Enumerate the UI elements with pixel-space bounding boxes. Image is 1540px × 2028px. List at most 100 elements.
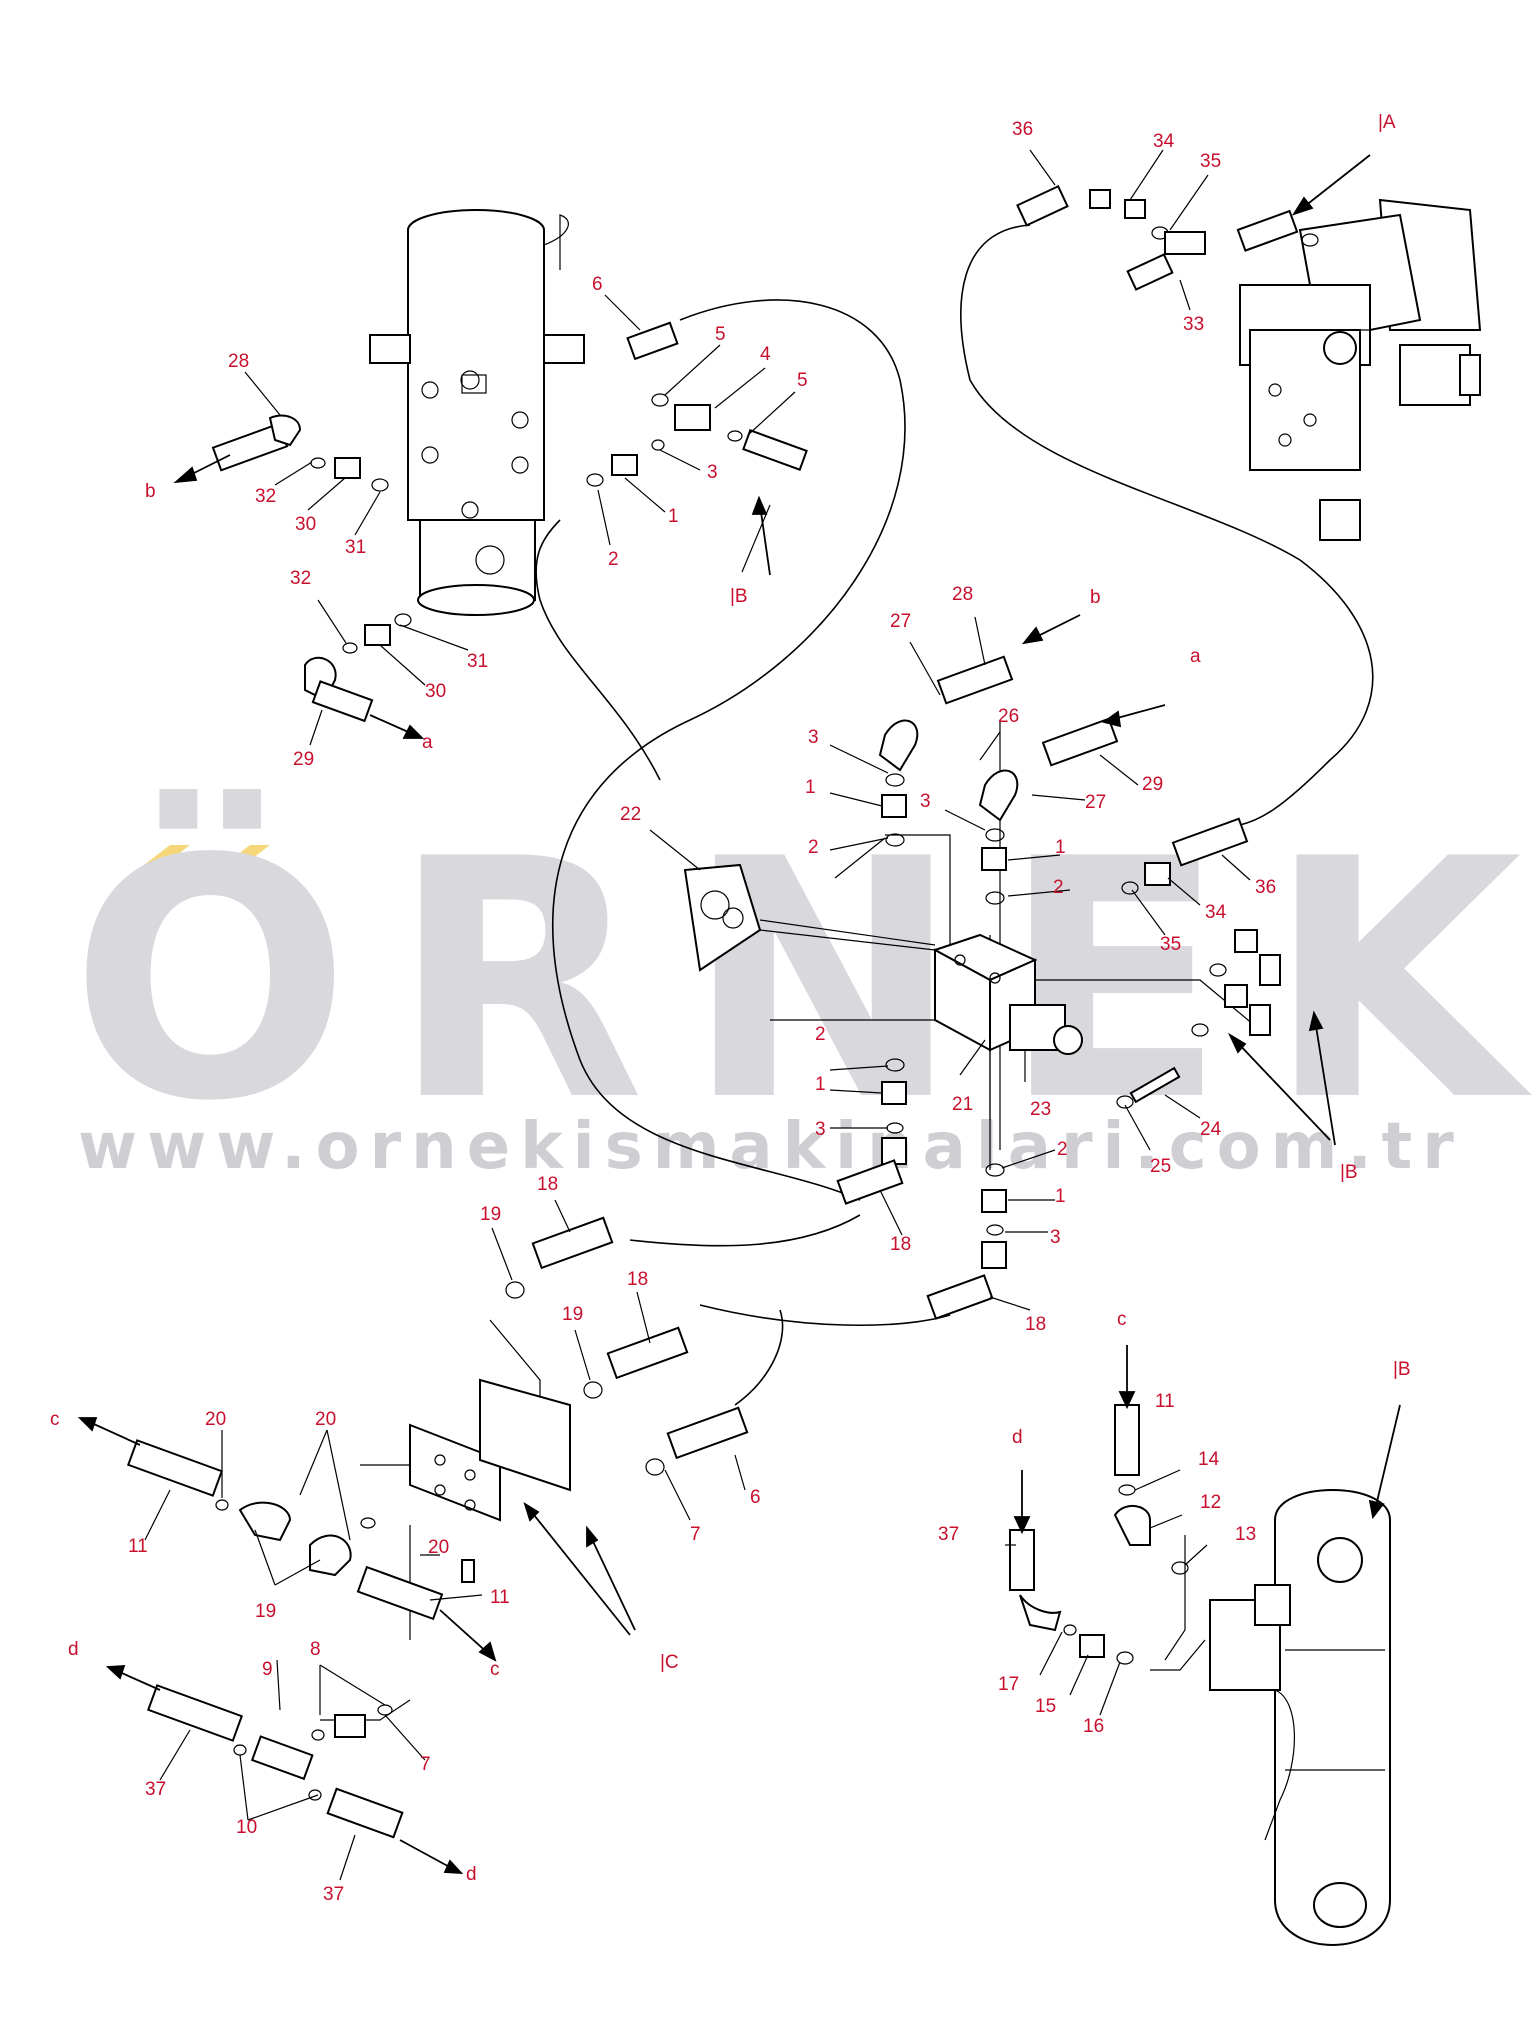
callout-11: 11 [490,1587,510,1608]
callout-9: 9 [262,1659,273,1680]
callout-35: 35 [1160,934,1181,955]
callout-30: 30 [295,514,316,535]
callout-19: 19 [255,1601,276,1622]
callout-1: 1 [1055,1186,1066,1207]
callout-28: 28 [952,584,973,605]
callout-19: 19 [562,1304,583,1325]
callout-d: d [466,1864,477,1885]
callout-5: 5 [797,370,808,391]
callout-26: 26 [998,706,1019,727]
hydraulic-cylinder [1209,1489,1391,1946]
callout-6: 6 [750,1487,761,1508]
callout-A: |A [1378,112,1396,133]
callout-18: 18 [1025,1314,1046,1335]
callout-B: |B [1393,1359,1411,1380]
callout-a: a [1190,646,1201,667]
callout-20: 20 [205,1409,226,1430]
callout-3: 3 [815,1119,826,1140]
swivel-joint [369,209,585,616]
callout-18: 18 [537,1174,558,1195]
callout-5: 5 [715,324,726,345]
watermark-accent-left [140,845,190,868]
callout-C: |C [660,1652,679,1673]
callout-14: 14 [1198,1449,1220,1470]
callout-b: b [145,481,156,502]
callout-2: 2 [1057,1139,1068,1160]
callout-37: 37 [938,1524,959,1545]
fittings [126,184,1319,1839]
callout-3: 3 [920,791,931,812]
callout-3: 3 [808,727,819,748]
callout-23: 23 [1030,1099,1051,1120]
callout-30: 30 [425,681,446,702]
callout-c: c [1117,1309,1127,1330]
callout-2: 2 [815,1024,826,1045]
hydraulic-pump [1239,198,1482,541]
callout-37: 37 [323,1884,344,1905]
callout-13: 13 [1235,1524,1256,1545]
callout-32: 32 [290,568,311,589]
callout-27: 27 [890,611,911,632]
callout-c: c [50,1409,60,1430]
callout-10: 10 [236,1817,257,1838]
callout-36: 36 [1255,877,1276,898]
callout-2: 2 [608,549,619,570]
callout-11: 11 [128,1536,148,1557]
callout-1: 1 [668,506,679,527]
callout-1: 1 [1055,837,1066,858]
callout-33: 33 [1183,314,1204,335]
callout-2: 2 [1053,877,1064,898]
watermark-url: www.ornekismakinalari.com.tr [78,1110,1464,1184]
callout-8: 8 [310,1639,321,1660]
watermark-accent-right [220,845,270,868]
callout-d: d [1012,1427,1023,1448]
callout-3: 3 [707,462,718,483]
direction-arrows [77,154,1401,1875]
callout-7: 7 [690,1524,701,1545]
valve-block [932,933,1083,1055]
callout-20: 20 [315,1409,336,1430]
callout-18: 18 [627,1269,648,1290]
callout-28: 28 [228,351,249,372]
callout-3: 3 [1050,1227,1061,1248]
callout-15: 15 [1035,1696,1056,1717]
callout-34: 34 [1205,902,1227,923]
callout-12: 12 [1200,1492,1221,1513]
callout-36: 36 [1012,119,1033,140]
callout-1: 1 [805,777,816,798]
callout-25: 25 [1150,1156,1171,1177]
callout-2: 2 [808,837,819,858]
callout-11: 11 [1155,1391,1175,1412]
callout-35: 35 [1200,151,1221,172]
callout-d: d [68,1639,79,1660]
callout-29: 29 [293,749,314,770]
connector-22 [683,863,936,972]
callout-37: 37 [145,1779,166,1800]
callout-31: 31 [345,537,366,558]
callout-32: 32 [255,486,276,507]
leader-lines [144,149,1251,1881]
callout-B: |B [730,586,748,607]
callout-29: 29 [1142,774,1163,795]
callout-b: b [1090,587,1101,608]
watermark: ÖRNEK www.ornekismakinalari.com.tr [70,786,1522,1184]
callout-20: 20 [428,1537,449,1558]
callout-c: c [490,1659,500,1680]
bulkhead-plate [409,1378,571,1583]
callout-6: 6 [592,274,603,295]
callout-27: 27 [1085,792,1106,813]
callout-18: 18 [890,1234,911,1255]
callout-a: a [422,732,433,753]
callout-17: 17 [998,1674,1019,1695]
callout-4: 4 [760,344,771,365]
callout-1: 1 [815,1074,826,1095]
callout-34: 34 [1153,131,1175,152]
callout-B: |B [1340,1162,1358,1183]
callout-19: 19 [480,1204,501,1225]
callout-24: 24 [1200,1119,1222,1140]
callout-21: 21 [952,1094,973,1115]
callout-31: 31 [467,651,488,672]
callout-labels: 36 34 35 |A 33 6 5 4 5 28 b 32 30 31 3 1… [50,112,1411,1905]
callout-16: 16 [1083,1716,1104,1737]
